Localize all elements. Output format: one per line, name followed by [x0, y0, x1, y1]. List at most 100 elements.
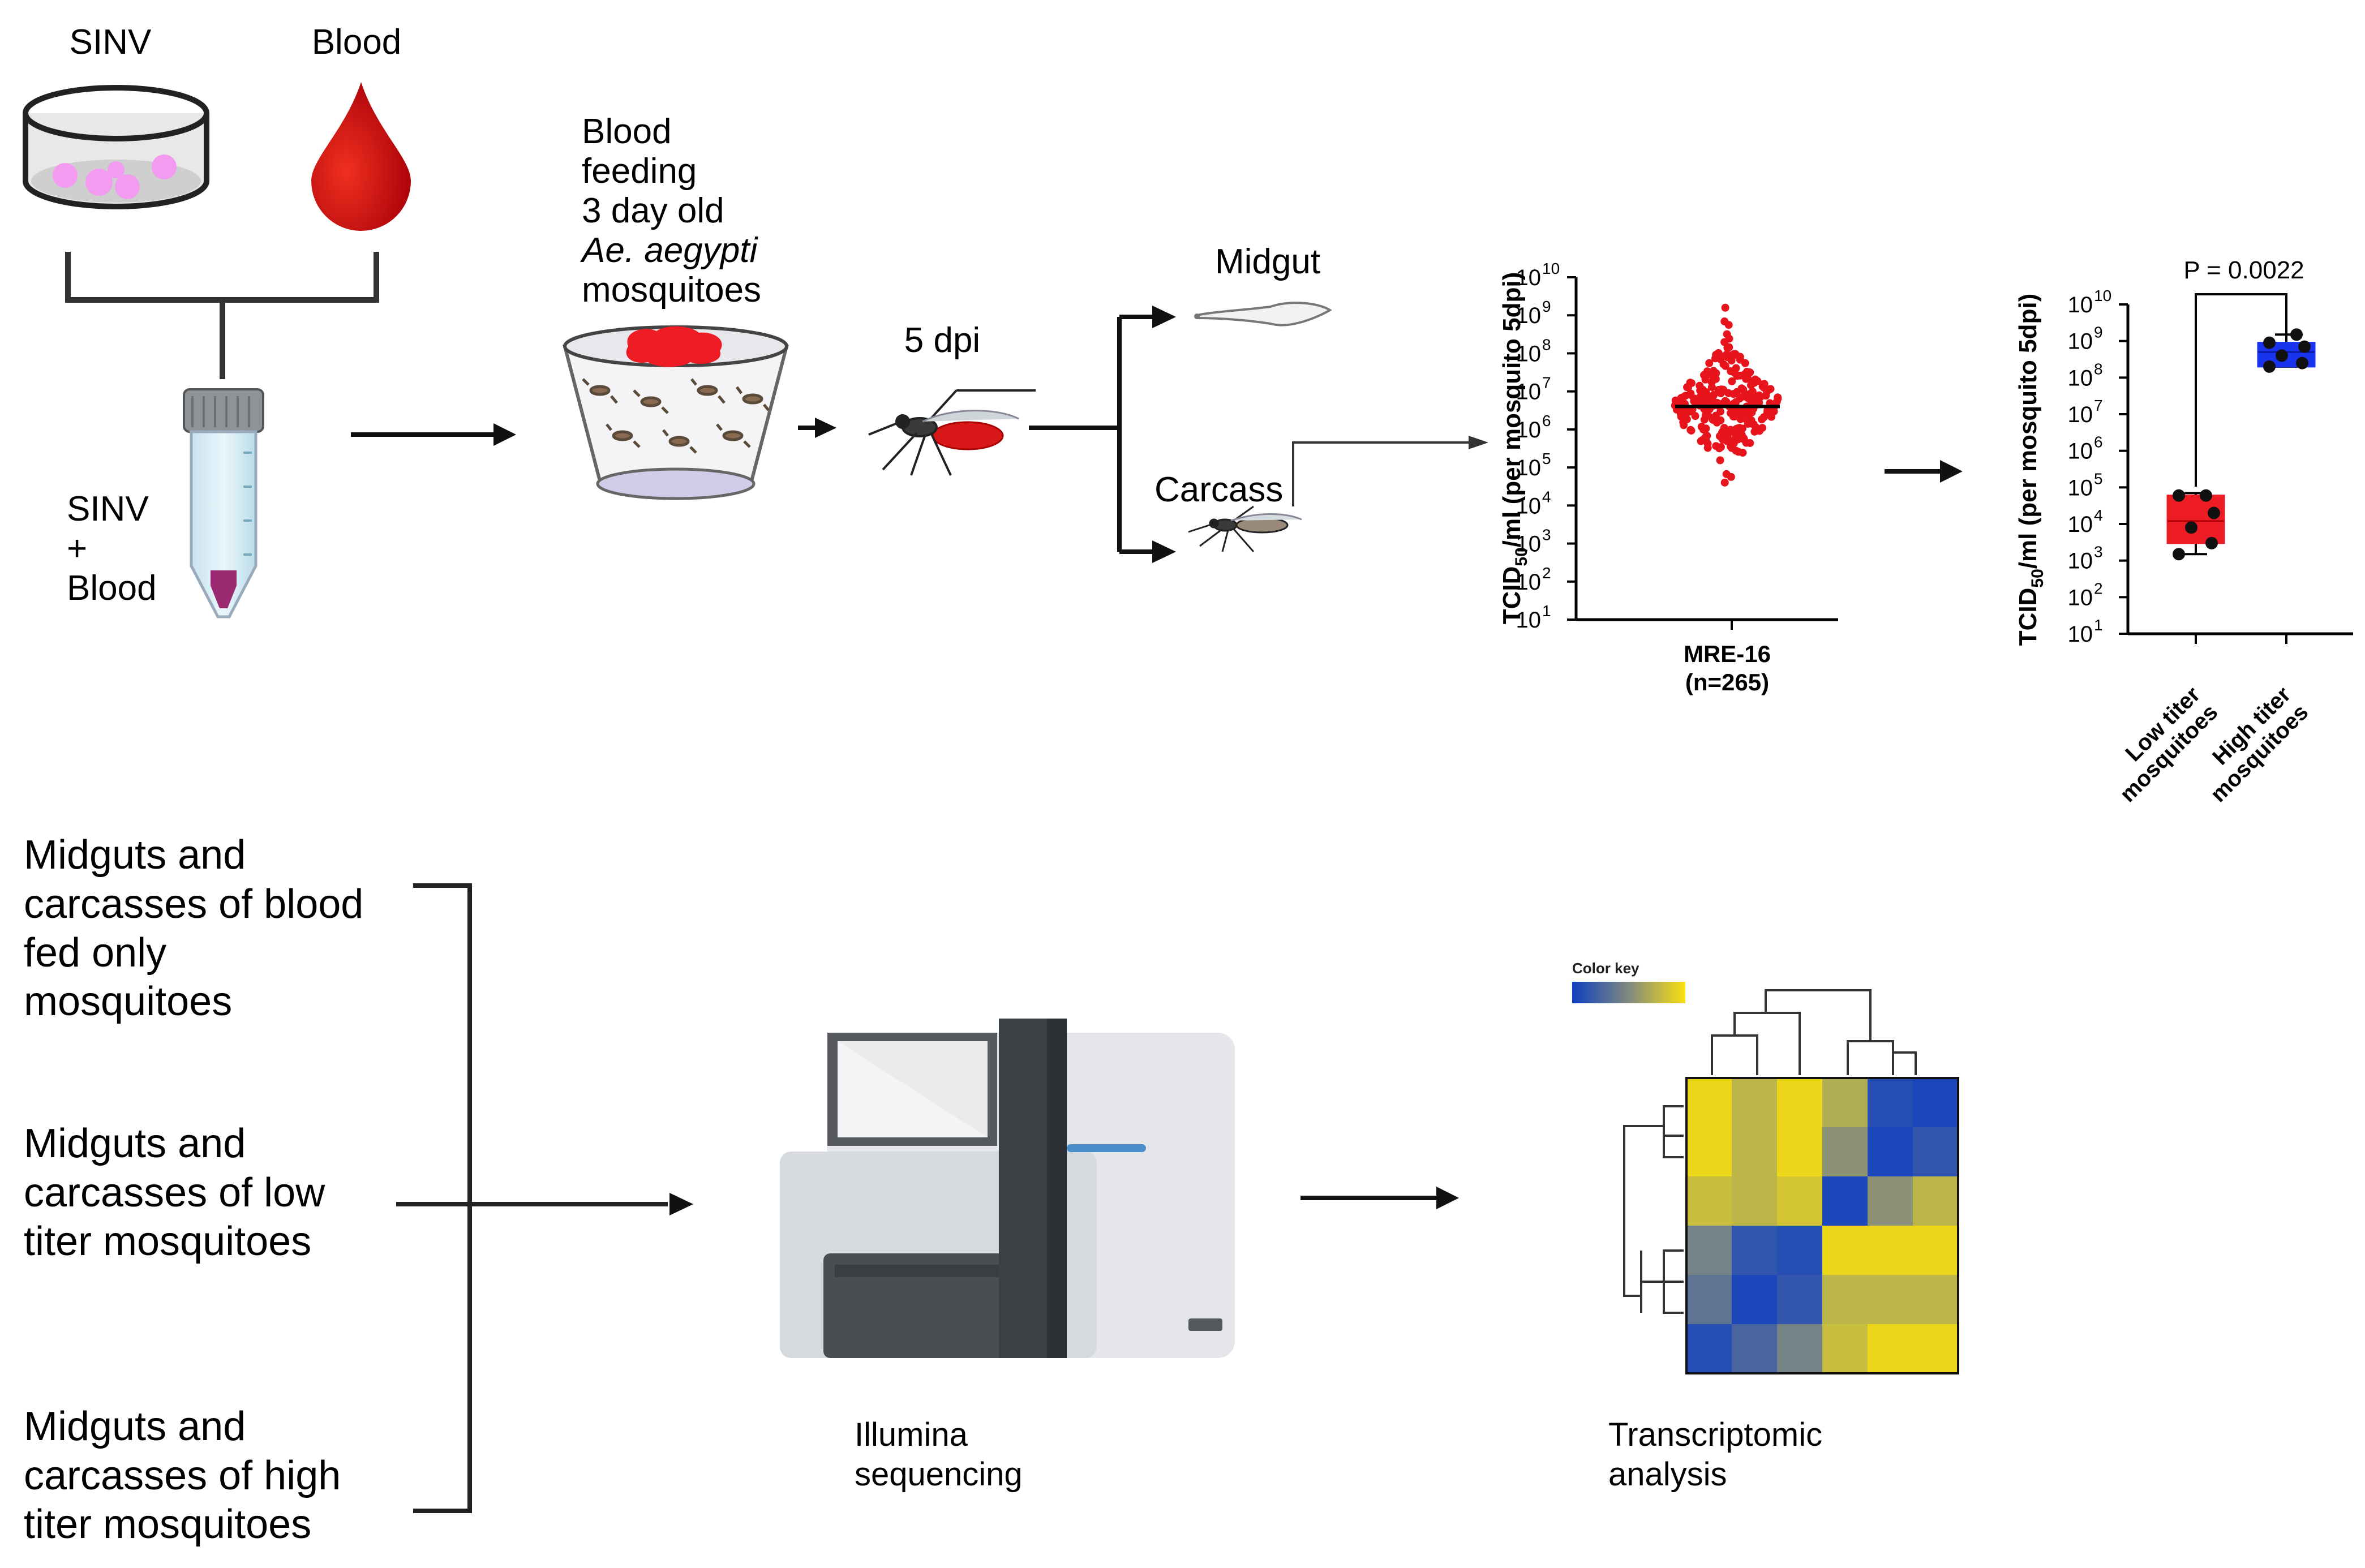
- p-value-label: P = 0.0022: [2183, 256, 2304, 284]
- y-tick-exponent: 2: [2094, 579, 2103, 597]
- tube-label-line-1: SINV: [67, 489, 149, 529]
- y-tick-exponent: 3: [2094, 543, 2103, 561]
- y-tick-exponent: 10: [2094, 287, 2111, 304]
- feeding-label: Blood feeding 3 day old Ae. aegypti mosq…: [580, 112, 767, 310]
- x-category-label: Low titermosquitoes: [2098, 682, 2223, 807]
- heatmap-cell: [1868, 1176, 1913, 1226]
- arrow-chart-to-chart: [1885, 460, 1963, 483]
- sinv-label: SINV: [70, 23, 152, 62]
- analysis-label-line-1: Transcriptomic: [1608, 1416, 1822, 1453]
- y-tick-label: 10: [1516, 493, 1542, 518]
- heatmap-border: [1685, 1077, 1959, 1374]
- box: [2166, 495, 2225, 544]
- heatmap-cell: [1822, 1176, 1868, 1226]
- data-point: [1735, 424, 1744, 432]
- column-dendrogram: [1711, 989, 1917, 1075]
- data-point: [1731, 435, 1739, 444]
- heatmap-cell: [1913, 1226, 1958, 1275]
- y-tick-label: 10: [1516, 418, 1542, 443]
- blood-drop-icon: [311, 82, 411, 231]
- y-tick-exponent: 9: [2094, 324, 2103, 341]
- data-point: [1703, 367, 1711, 376]
- heatmap-cell: [1686, 1275, 1732, 1324]
- y-tick-exponent: 6: [2094, 433, 2103, 451]
- heatmap-cell: [1777, 1275, 1822, 1324]
- data-point: [1721, 303, 1729, 312]
- y-tick-exponent: 10: [1542, 260, 1560, 277]
- data-point: [1722, 470, 1731, 478]
- feeder-cup-icon: [563, 325, 789, 500]
- merge-bracket: [65, 252, 379, 379]
- data-point: [1739, 392, 1748, 401]
- y-tick-label: 10: [2068, 585, 2093, 610]
- data-point: [1705, 359, 1714, 367]
- y-tick-exponent: 7: [2094, 397, 2103, 414]
- group-blood-fed-label: Midguts and carcasses of blood fed only …: [24, 832, 375, 1024]
- y-tick-label: 10: [1516, 456, 1542, 480]
- analysis-label-line-2: analysis: [1608, 1456, 1727, 1493]
- sequencing-label-line-1: Illumina: [855, 1416, 968, 1453]
- midgut-tip: [1194, 313, 1200, 319]
- data-point: [2263, 336, 2276, 349]
- midgut-icon: [1196, 302, 1332, 327]
- group-blood-fed-line-1: Midguts and: [24, 832, 246, 878]
- groups-bracket: [396, 883, 668, 1513]
- group-high-titer-line-2: carcasses of high: [24, 1453, 341, 1498]
- y-tick-exponent: 5: [1542, 450, 1551, 467]
- data-point: [1728, 407, 1737, 415]
- carcass-mosquito-icon: [1188, 505, 1302, 552]
- data-point: [2173, 548, 2185, 561]
- x-category-label: (n=265): [1685, 669, 1769, 695]
- heatmap-cell: [1732, 1324, 1777, 1373]
- data-point: [2296, 356, 2308, 370]
- heatmap-cell: [1868, 1127, 1913, 1176]
- data-point: [1733, 388, 1741, 396]
- y-tick-label: 10: [2068, 366, 2093, 390]
- data-point: [1709, 392, 1718, 400]
- data-point: [1699, 396, 1708, 404]
- heatmap-cell: [1686, 1127, 1732, 1176]
- group-high-titer-label: Midguts and carcasses of high titer mosq…: [24, 1404, 352, 1547]
- y-tick-exponent: 5: [2094, 470, 2103, 487]
- heatmap-cell: [1777, 1226, 1822, 1275]
- arrow-head-midgut: [1152, 306, 1176, 328]
- data-point: [1748, 377, 1756, 385]
- group-low-titer-line-2: carcasses of low: [24, 1170, 325, 1215]
- data-point: [1749, 420, 1758, 428]
- feeding-label-line-1: Blood: [582, 112, 672, 151]
- data-point: [1728, 377, 1736, 385]
- analysis-label: Transcriptomic analysis: [1608, 1416, 1831, 1493]
- data-point: [1724, 321, 1733, 329]
- heatmap-cell: [1913, 1275, 1958, 1324]
- branch-arrows: [1029, 315, 1154, 554]
- color-key-bar: [1572, 982, 1685, 1003]
- petri-dish-icon: [23, 85, 209, 209]
- data-point: [1719, 435, 1727, 443]
- feeding-label-line-2: feeding: [582, 152, 697, 191]
- data-point: [1732, 446, 1740, 455]
- data-point: [1719, 360, 1728, 368]
- data-point: [2290, 328, 2303, 341]
- group-blood-fed-line-4: mosquitoes: [24, 979, 232, 1024]
- data-point: [1707, 383, 1716, 392]
- data-point: [1748, 391, 1757, 399]
- data-point: [1727, 356, 1736, 365]
- dpi-label: 5 dpi: [904, 321, 980, 360]
- sequencing-label: Illumina sequencing: [855, 1416, 1023, 1493]
- data-point: [1749, 398, 1758, 406]
- data-point: [1703, 439, 1712, 448]
- data-point: [1701, 425, 1709, 433]
- group-blood-fed-line-3: fed only: [24, 930, 166, 976]
- data-point: [2173, 489, 2185, 502]
- heatmap-cell: [1822, 1127, 1868, 1176]
- heatmap-cell: [1777, 1324, 1822, 1373]
- feeding-label-line-3: 3 day old: [582, 191, 724, 230]
- y-tick-exponent: 8: [2094, 360, 2103, 377]
- feeding-label-line-5: mosquitoes: [582, 270, 761, 310]
- y-tick-label: 10: [2068, 475, 2093, 500]
- data-point: [1696, 381, 1704, 390]
- y-tick-label: 10: [1516, 341, 1542, 366]
- y-tick-label: 10: [1516, 608, 1542, 633]
- arrow-sequencer-to-analysis: [1300, 1187, 1459, 1209]
- midgut-label: Midgut: [1215, 242, 1320, 281]
